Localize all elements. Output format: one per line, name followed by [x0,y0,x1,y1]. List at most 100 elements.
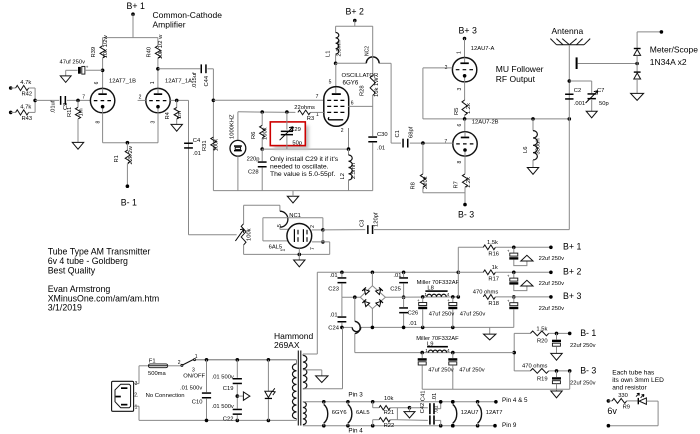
svg-text:6: 6 [351,101,354,107]
svg-text:22uf 250v: 22uf 250v [570,343,596,349]
svg-text:C7: C7 [597,88,604,94]
svg-text:RF Output: RF Output [496,74,536,84]
svg-text:R22: R22 [384,423,395,429]
svg-text:C3: C3 [359,220,365,227]
svg-text:and resistor: and resistor [612,385,647,392]
svg-text:1: 1 [195,354,198,360]
svg-text:R21: R21 [384,410,395,416]
svg-text:330: 330 [618,393,628,399]
svg-text:R8: R8 [411,182,417,189]
svg-text:1: 1 [281,249,287,252]
svg-text:269AX: 269AX [274,340,300,350]
svg-text:8: 8 [95,121,101,124]
svg-text:.01: .01 [330,273,338,279]
svg-text:47uf 250v: 47uf 250v [429,312,455,318]
svg-text:OSCILLATOR: OSCILLATOR [342,73,379,79]
svg-text:100k: 100k [263,127,269,140]
svg-text:22ohms: 22ohms [294,105,315,111]
svg-text:Antenna: Antenna [552,26,584,36]
svg-text:B- 1: B- 1 [580,328,596,338]
svg-text:Best Quality: Best Quality [48,265,96,275]
svg-text:ON/OFF: ON/OFF [183,374,205,380]
svg-text:12AT7_1A: 12AT7_1A [165,79,192,85]
svg-text:6AL5: 6AL5 [356,410,370,416]
svg-text:22k 2w: 22k 2w [128,145,134,164]
svg-text:C41: C41 [421,391,427,402]
svg-text:.01 500v: .01 500v [180,386,202,392]
svg-text:22uf 250v: 22uf 250v [539,256,565,262]
svg-text:R19: R19 [537,376,548,382]
svg-text:2.5mh: 2.5mh [337,40,343,56]
svg-text:470 ohms: 470 ohms [473,289,499,295]
svg-text:10k: 10k [384,396,393,402]
svg-text:7: 7 [82,95,85,101]
svg-text:2: 2 [310,225,316,228]
svg-text:No Connection: No Connection [146,393,185,399]
svg-text:B+ 1: B+ 1 [563,242,581,252]
svg-text:Amplifier: Amplifier [153,20,186,30]
svg-text:22uf 250v: 22uf 250v [570,381,596,387]
svg-text:.01: .01 [377,146,385,152]
svg-text:7: 7 [310,247,316,250]
svg-text:1.2k: 1.2k [466,177,472,188]
svg-text:B- 3: B- 3 [580,366,596,376]
svg-text:C23: C23 [328,287,339,293]
svg-text:Pin 3: Pin 3 [348,392,363,399]
svg-text:R1: R1 [114,155,120,162]
svg-text:22uf 250v: 22uf 250v [539,281,565,287]
svg-text:5: 5 [329,80,332,86]
svg-text:F1: F1 [149,359,156,365]
svg-text:R31: R31 [202,140,208,151]
svg-text:Meter/Scope: Meter/Scope [650,44,698,54]
svg-text:R17: R17 [488,277,499,283]
svg-text:1.5k: 1.5k [536,326,547,332]
svg-text:.01 500v: .01 500v [212,404,234,410]
svg-text:Each tube has: Each tube has [612,369,655,376]
svg-text:R43: R43 [22,116,33,122]
svg-text:B- 3: B- 3 [458,210,474,220]
svg-text:C19: C19 [223,386,234,392]
svg-text:3: 3 [151,121,157,124]
svg-text:2.: 2. [134,393,138,399]
svg-text:1.2k: 1.2k [466,103,472,114]
svg-text:R4: R4 [165,111,171,119]
svg-text:C30: C30 [377,132,388,138]
svg-text:120pf: 120pf [373,212,379,227]
svg-text:Hammond: Hammond [274,331,313,341]
svg-text:C25: C25 [390,287,401,293]
svg-text:2: 2 [178,360,181,366]
svg-text:47uf 250v: 47uf 250v [460,312,486,318]
svg-text:220k: 220k [423,176,429,189]
svg-text:C9: C9 [63,103,69,110]
svg-text:47uf 250v: 47uf 250v [459,367,485,373]
svg-text:R5: R5 [454,108,460,115]
svg-text:L6: L6 [523,147,529,153]
svg-text:1: 1 [425,348,428,354]
svg-text:100k: 100k [247,228,253,241]
svg-text:C42: C42 [420,403,426,414]
svg-text:B+ 2: B+ 2 [563,267,581,277]
svg-text:C44: C44 [204,75,210,86]
svg-text:2: 2 [341,128,344,134]
svg-text:.01: .01 [193,151,201,157]
svg-text:its own 3mm LED: its own 3mm LED [612,377,664,384]
svg-text:Pin 4 & 5: Pin 4 & 5 [502,397,528,404]
svg-text:C4: C4 [193,138,201,144]
svg-text:C28: C28 [248,170,259,176]
svg-text:50p: 50p [599,101,609,107]
svg-text:Evan Armstrong: Evan Armstrong [48,284,111,294]
svg-text:L1: L1 [325,51,331,57]
svg-text:+: + [417,298,420,303]
svg-text:C10: C10 [192,399,203,405]
svg-text:NC2: NC2 [364,46,370,56]
svg-text:R40: R40 [147,47,153,58]
svg-text:1: 1 [456,51,462,54]
svg-text:3: 3 [192,367,195,373]
svg-text:4: 4 [447,292,450,298]
svg-text:500ma: 500ma [148,371,167,377]
svg-text:C2: C2 [574,88,581,94]
svg-text:12AT7_1B: 12AT7_1B [109,79,136,85]
svg-text:12AU7: 12AU7 [461,410,479,416]
svg-text:B- 1: B- 1 [121,197,137,207]
svg-text:68pf: 68pf [408,126,414,138]
